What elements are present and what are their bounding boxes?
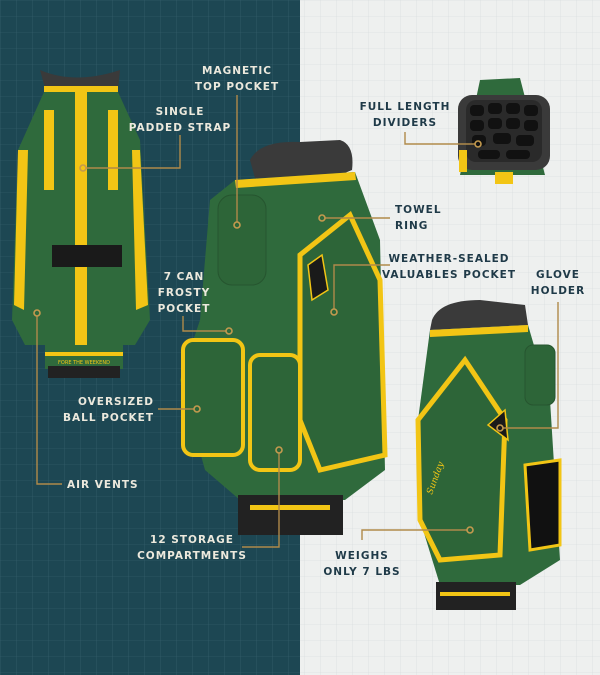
- svg-text:7 CAN: 7 CAN: [164, 271, 205, 283]
- callout-storage-compartments: 12 STORAGE COMPARTMENTS: [137, 534, 247, 562]
- bag-back-view: FORE THE WEEKEND: [12, 70, 150, 378]
- callout-ball-pocket: OVERSIZED BALL POCKET: [63, 396, 154, 424]
- bag-front-view: [180, 140, 388, 535]
- callout-valuables-pocket: WEATHER-SEALED VALUABLES POCKET: [382, 253, 516, 281]
- svg-text:RING: RING: [395, 220, 428, 232]
- svg-text:TOP POCKET: TOP POCKET: [195, 81, 279, 93]
- leader-lines: [33, 95, 559, 548]
- callout-frosty-pocket: 7 CAN FROSTY POCKET: [158, 271, 211, 315]
- svg-text:COMPARTMENTS: COMPARTMENTS: [137, 550, 247, 562]
- svg-text:OVERSIZED: OVERSIZED: [78, 396, 154, 408]
- svg-text:BALL POCKET: BALL POCKET: [63, 412, 154, 424]
- bag-slogan: FORE THE WEEKEND: [58, 360, 110, 366]
- svg-text:POCKET: POCKET: [158, 303, 211, 315]
- svg-text:TOWEL: TOWEL: [395, 204, 442, 216]
- callout-weight: WEIGHS ONLY 7 LBS: [323, 550, 400, 578]
- svg-text:VALUABLES POCKET: VALUABLES POCKET: [382, 269, 516, 281]
- bag-side-view: Sunday: [415, 300, 562, 610]
- svg-text:SINGLE: SINGLE: [156, 106, 205, 118]
- callout-single-padded-strap: SINGLE PADDED STRAP: [129, 106, 231, 134]
- svg-text:GLOVE: GLOVE: [536, 269, 580, 281]
- svg-text:FULL LENGTH: FULL LENGTH: [360, 101, 451, 113]
- bag-top-view: [458, 78, 550, 184]
- svg-text:DIVIDERS: DIVIDERS: [373, 117, 437, 129]
- svg-text:AIR VENTS: AIR VENTS: [67, 479, 139, 491]
- svg-text:MAGNETIC: MAGNETIC: [202, 65, 272, 77]
- callout-towel-ring: TOWEL RING: [395, 204, 442, 232]
- svg-text:FROSTY: FROSTY: [158, 287, 211, 299]
- callout-full-length-dividers: FULL LENGTH DIVIDERS: [360, 101, 451, 129]
- svg-text:ONLY 7 LBS: ONLY 7 LBS: [323, 566, 400, 578]
- svg-text:HOLDER: HOLDER: [531, 285, 585, 297]
- svg-text:12 STORAGE: 12 STORAGE: [150, 534, 234, 546]
- svg-text:WEIGHS: WEIGHS: [335, 550, 389, 562]
- callout-air-vents: AIR VENTS: [67, 479, 139, 491]
- svg-text:WEATHER-SEALED: WEATHER-SEALED: [388, 253, 509, 265]
- callout-glove-holder: GLOVE HOLDER: [531, 269, 585, 297]
- callout-magnetic-top-pocket: MAGNETIC TOP POCKET: [195, 65, 279, 93]
- svg-text:PADDED STRAP: PADDED STRAP: [129, 122, 231, 134]
